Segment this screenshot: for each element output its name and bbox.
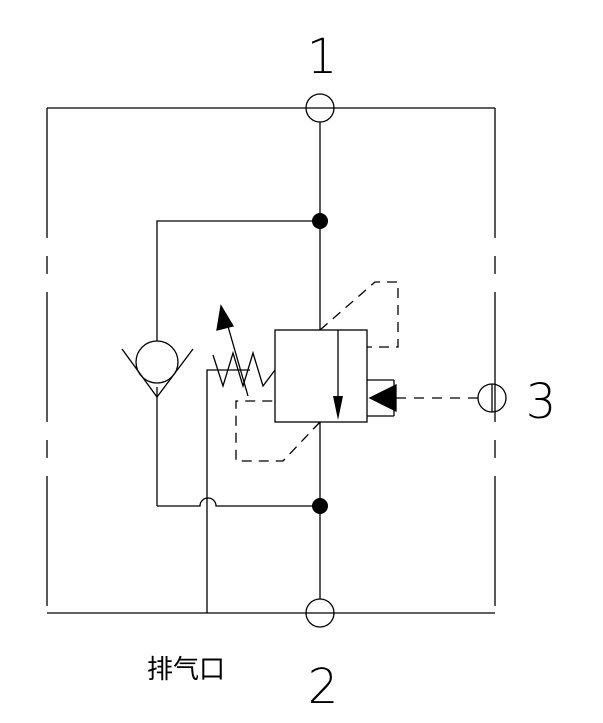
internal-pilot-lower xyxy=(235,400,321,462)
port-2: 2 xyxy=(305,598,339,715)
port-2-label: 2 xyxy=(308,659,339,715)
flow-arrow-head xyxy=(333,396,343,420)
exhaust-port-label: 排气口 xyxy=(147,655,225,685)
port-1: 1 xyxy=(305,29,338,123)
valve-body xyxy=(274,329,368,423)
bypass-branch xyxy=(156,220,320,507)
adjustable-spring-icon xyxy=(212,304,276,397)
port-1-label: 1 xyxy=(307,29,338,85)
port-3: 3 xyxy=(477,374,557,430)
internal-pilot-upper xyxy=(319,281,399,348)
pilot-triangle-icon xyxy=(367,379,397,417)
outer-block-outline xyxy=(46,107,496,614)
port-3-label: 3 xyxy=(526,374,557,430)
check-valve-icon xyxy=(121,340,194,399)
exhaust-line xyxy=(206,369,250,613)
